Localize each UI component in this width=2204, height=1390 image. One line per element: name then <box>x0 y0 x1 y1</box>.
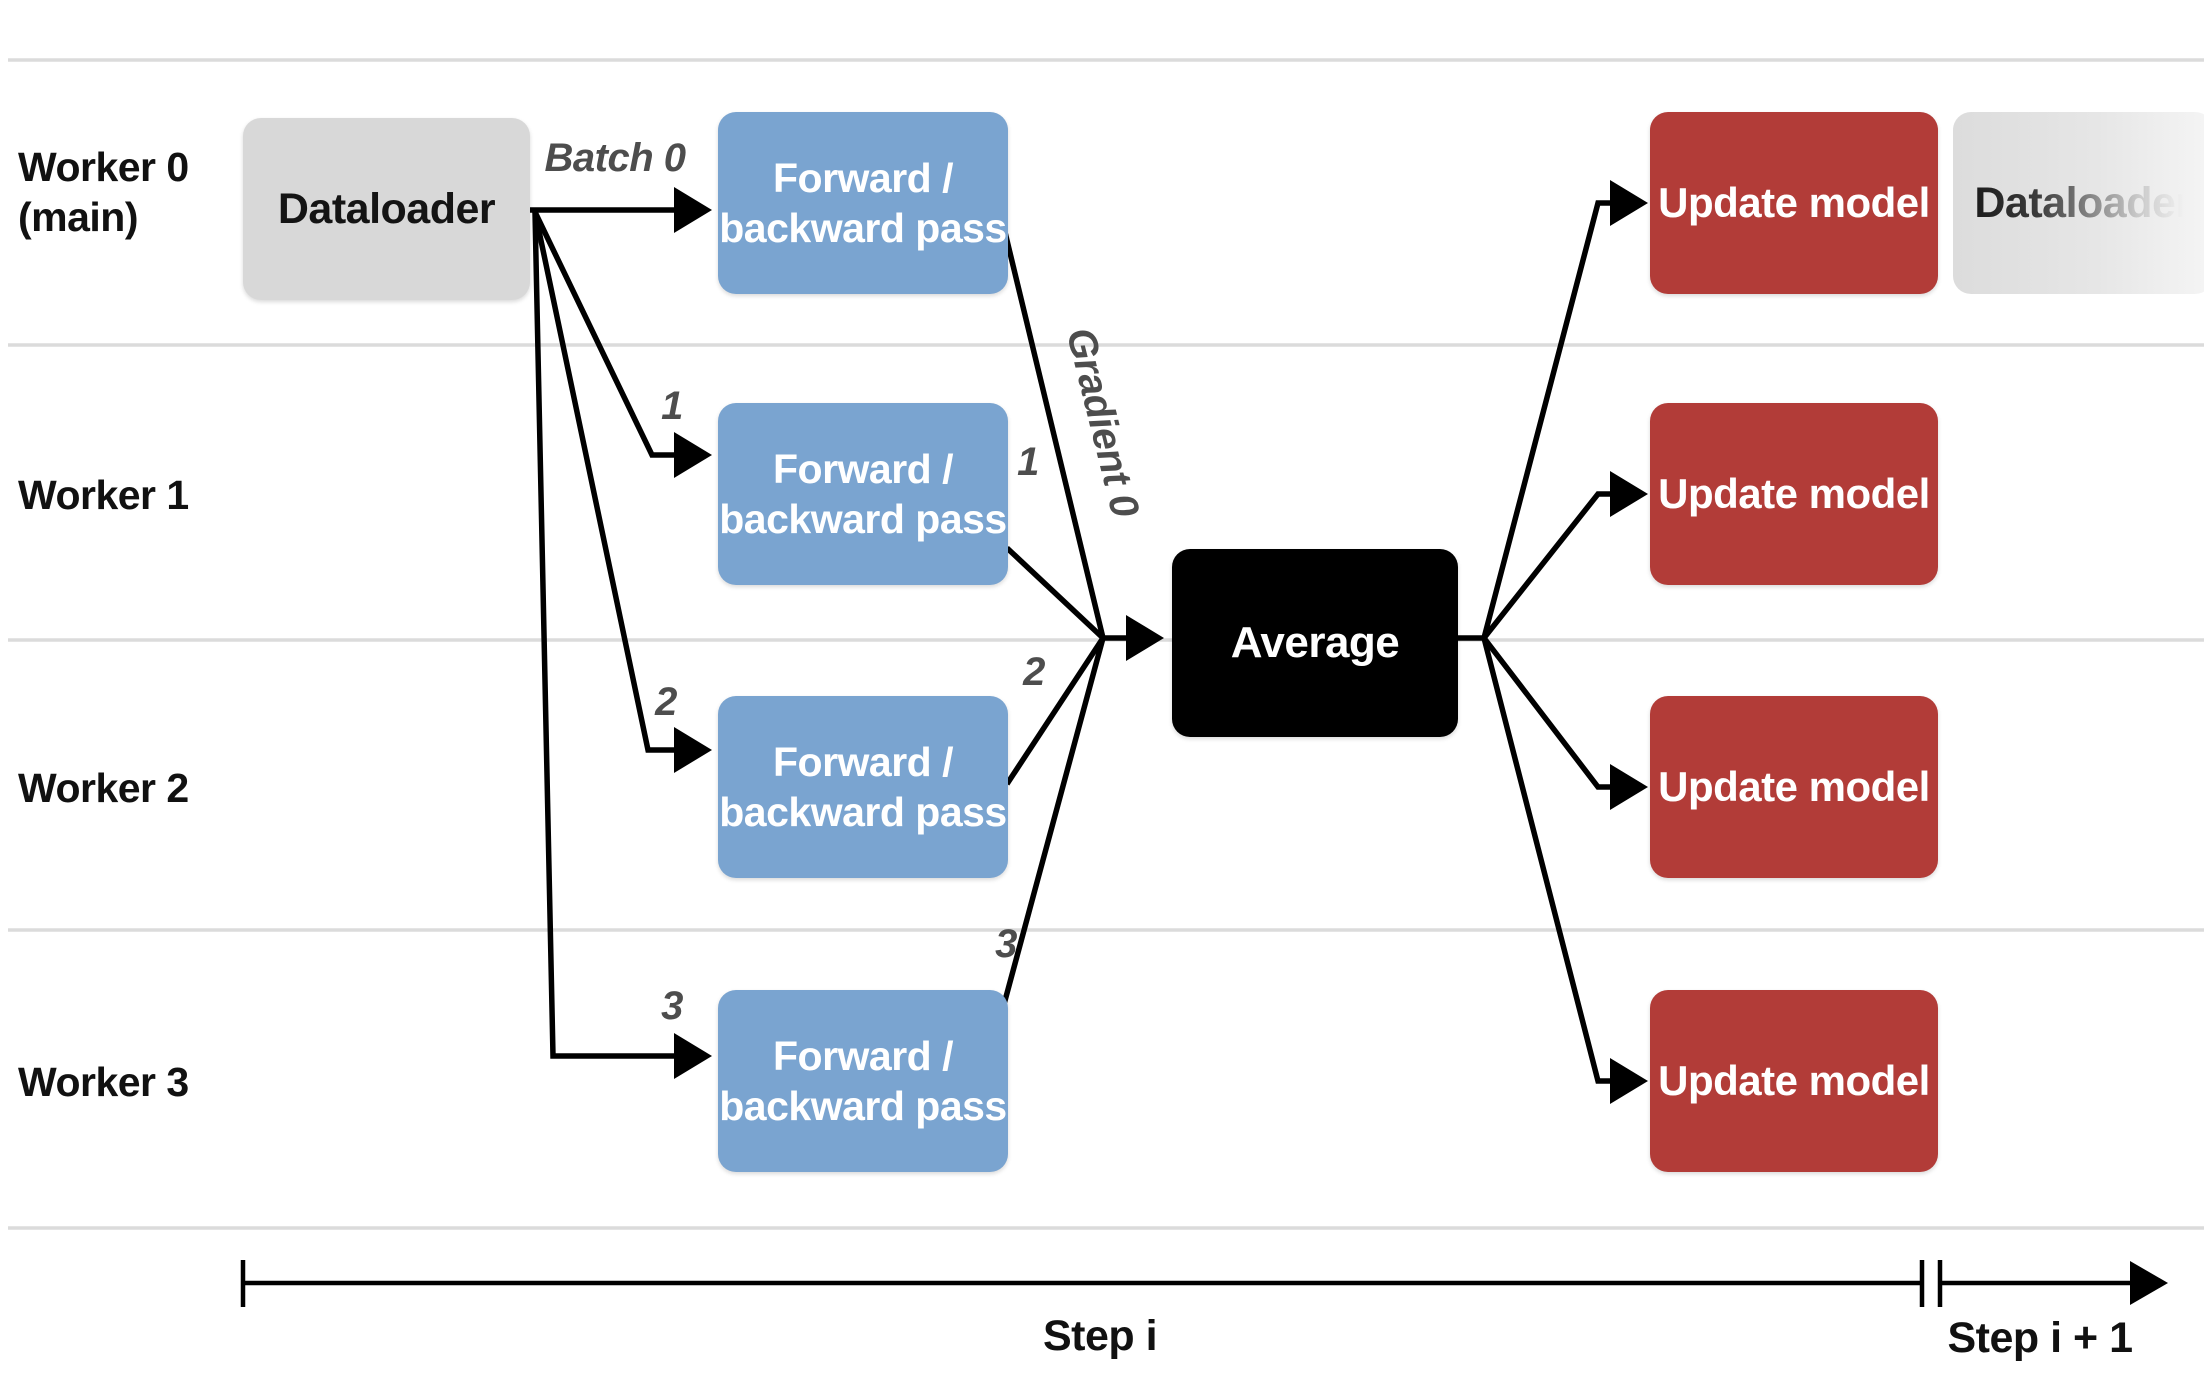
gradient-0-line <box>1001 227 1106 639</box>
next-step-dataloader-box: Dataloader <box>1953 112 2204 294</box>
batch-arrows <box>528 207 676 1059</box>
batch-1-arrow-line <box>532 210 676 458</box>
forward-backward-label-line2: backward pass <box>719 789 1007 835</box>
timeline-arrowhead <box>2130 1261 2168 1305</box>
update-model-label: Update model <box>1658 470 1930 517</box>
update-2-arrowhead <box>1610 764 1648 810</box>
worker-0-label-line1: Worker 0 <box>18 144 189 190</box>
worker-3-label: Worker 3 <box>18 1059 189 1105</box>
batch-2-label: 2 <box>655 680 677 724</box>
forward-backward-label-line1: Forward / <box>772 445 954 492</box>
next-step-dataloader-label: Dataloader <box>1974 178 2192 227</box>
batch-0-arrowhead <box>674 187 712 233</box>
forward-backward-box-worker1: Forward / backward pass <box>718 403 1008 585</box>
update-model-label: Update model <box>1658 1057 1930 1104</box>
batch-2-arrow-line <box>532 211 676 753</box>
forward-backward-label-line2: backward pass <box>719 205 1007 251</box>
update-model-box-worker1: Update model <box>1650 403 1938 585</box>
update-0-arrowhead <box>1610 180 1648 226</box>
worker-1-label: Worker 1 <box>18 472 189 518</box>
forward-backward-label-line1: Forward / <box>772 154 954 201</box>
timeline <box>240 1260 2132 1307</box>
batch-0-label: Batch 0 <box>544 136 687 180</box>
update-2-arrow-line <box>1481 636 1612 790</box>
average-box-label: Average <box>1230 618 1400 667</box>
batch-1-label: 1 <box>661 384 683 428</box>
forward-backward-box-worker0: Forward / backward pass <box>718 112 1008 294</box>
forward-backward-box-worker2: Forward / backward pass <box>718 696 1008 878</box>
update-arrows <box>1456 200 1612 1084</box>
update-model-box-worker2: Update model <box>1650 696 1938 878</box>
gradient-1-label: 1 <box>1017 440 1039 484</box>
forward-backward-label-line1: Forward / <box>772 738 954 785</box>
forward-backward-box-worker3: Forward / backward pass <box>718 990 1008 1172</box>
update-model-label: Update model <box>1658 179 1930 226</box>
gradient-merge-arrowhead <box>1126 615 1164 661</box>
forward-backward-label-line1: Forward / <box>772 1032 954 1079</box>
update-model-label: Update model <box>1658 763 1930 810</box>
batch-3-arrow-line <box>532 211 676 1059</box>
gradient-arrows <box>1000 227 1128 1009</box>
dataloader-box-label: Dataloader <box>277 184 496 233</box>
batch-arrowheads <box>674 187 712 1079</box>
update-1-arrowhead <box>1610 471 1648 517</box>
update-1-arrow-line <box>1481 491 1612 640</box>
step-i-label: Step i <box>1042 1312 1158 1360</box>
worker-2-label: Worker 2 <box>18 765 189 811</box>
gradient-2-label: 2 <box>1023 650 1045 694</box>
batch-3-label: 3 <box>661 984 683 1028</box>
update-model-box-worker0: Update model <box>1650 112 1938 294</box>
update-3-arrowhead <box>1610 1058 1648 1104</box>
update-3-arrow-line <box>1481 637 1612 1084</box>
dataloader-box: Dataloader <box>243 118 530 300</box>
gradient-2-line <box>1004 636 1106 786</box>
batch-2-arrowhead <box>674 727 712 773</box>
gradient-3-label: 3 <box>995 922 1017 966</box>
gradient-1-line <box>1005 545 1105 641</box>
forward-backward-label-line2: backward pass <box>719 496 1007 542</box>
update-arrowheads <box>1610 180 1648 1104</box>
update-0-arrow-line <box>1481 200 1612 639</box>
batch-3-arrowhead <box>674 1033 712 1079</box>
forward-backward-label-line2: backward pass <box>719 1083 1007 1129</box>
step-i-plus-1-label: Step i + 1 <box>1947 1314 2134 1362</box>
update-model-box-worker3: Update model <box>1650 990 1938 1172</box>
worker-0-label: Worker 0 (main) <box>18 142 189 242</box>
average-box: Average <box>1172 549 1458 737</box>
batch-1-arrowhead <box>674 432 712 478</box>
gradient-3-line <box>1000 637 1106 1009</box>
worker-0-label-line2: (main) <box>18 194 138 241</box>
